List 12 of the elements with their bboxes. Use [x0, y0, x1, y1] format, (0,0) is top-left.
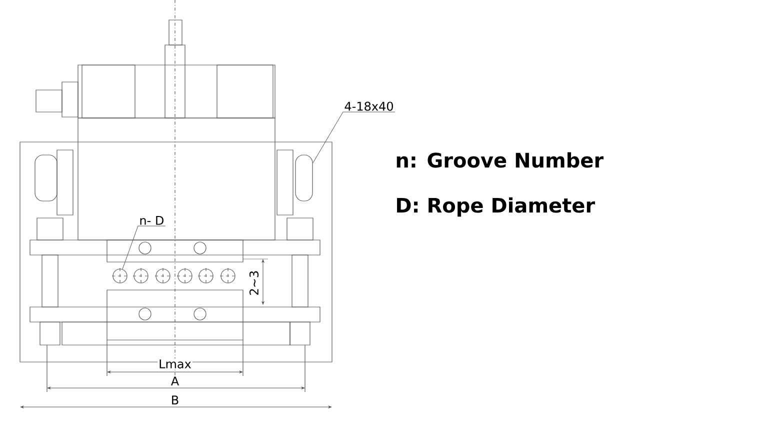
note-text: n: Groove Number [396, 152, 604, 168]
leader-line [122, 226, 166, 270]
slot [295, 154, 313, 202]
callout-text: 4-18x40 [344, 102, 393, 111]
dimension-text: Lmax [158, 358, 192, 370]
note-text: D: Rope Diameter [397, 197, 596, 217]
dimension-text: 2~3 [248, 269, 260, 297]
callout-text: n- D [140, 216, 164, 225]
dimension-text: B [170, 394, 180, 406]
dimension-text: A [170, 376, 180, 386]
groove-circle [112, 268, 128, 284]
leader-line [312, 112, 396, 164]
